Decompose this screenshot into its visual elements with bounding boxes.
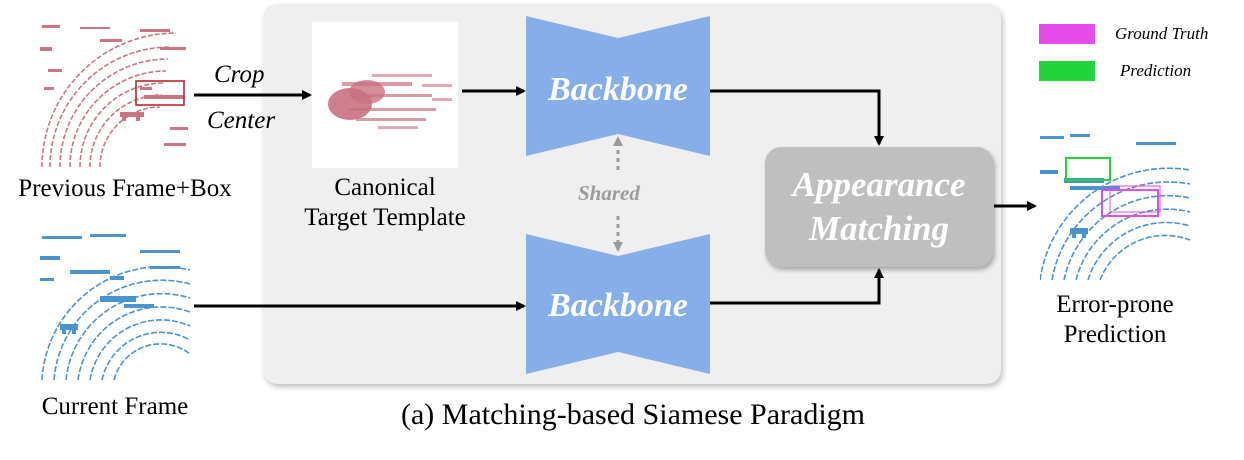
output-label-line2: Prediction [1063,321,1167,348]
output-prediction-image [1040,130,1190,280]
template-label-line2: Target Template [304,204,466,231]
shared-label: Shared [578,181,640,205]
legend-ground-truth-label: Ground Truth [1115,24,1209,43]
center-label: Center [207,107,276,134]
arrow-backbone-top-to-matching [710,89,884,146]
template-label-line1: Canonical [334,174,436,201]
backbone-bottom-label: Backbone [547,287,688,324]
output-label-line1: Error-prone [1056,291,1174,318]
matching-label-line2: Matching [808,209,950,248]
matching-label-line1: Appearance [792,165,966,204]
previous-frame-image [40,17,192,169]
crop-label: Crop [214,61,265,88]
current-frame-label: Current Frame [41,393,189,420]
appearance-matching-box: Appearance Matching [765,147,993,267]
backbone-top-label: Backbone [547,71,688,108]
current-frame-image [40,230,192,382]
arrow-backbone-bottom-to-matching [710,268,884,305]
legend-ground-truth-swatch [1039,24,1095,44]
previous-frame-label: Previous Frame+Box [18,175,232,202]
legend-prediction-label: Prediction [1120,61,1192,80]
backbone-bottom: Backbone [526,234,710,374]
legend-prediction-swatch [1039,61,1095,81]
backbone-top: Backbone [526,16,710,156]
canonical-template-image [312,22,458,168]
figure-caption: (a) Matching-based Siamese Paradigm [400,398,866,431]
